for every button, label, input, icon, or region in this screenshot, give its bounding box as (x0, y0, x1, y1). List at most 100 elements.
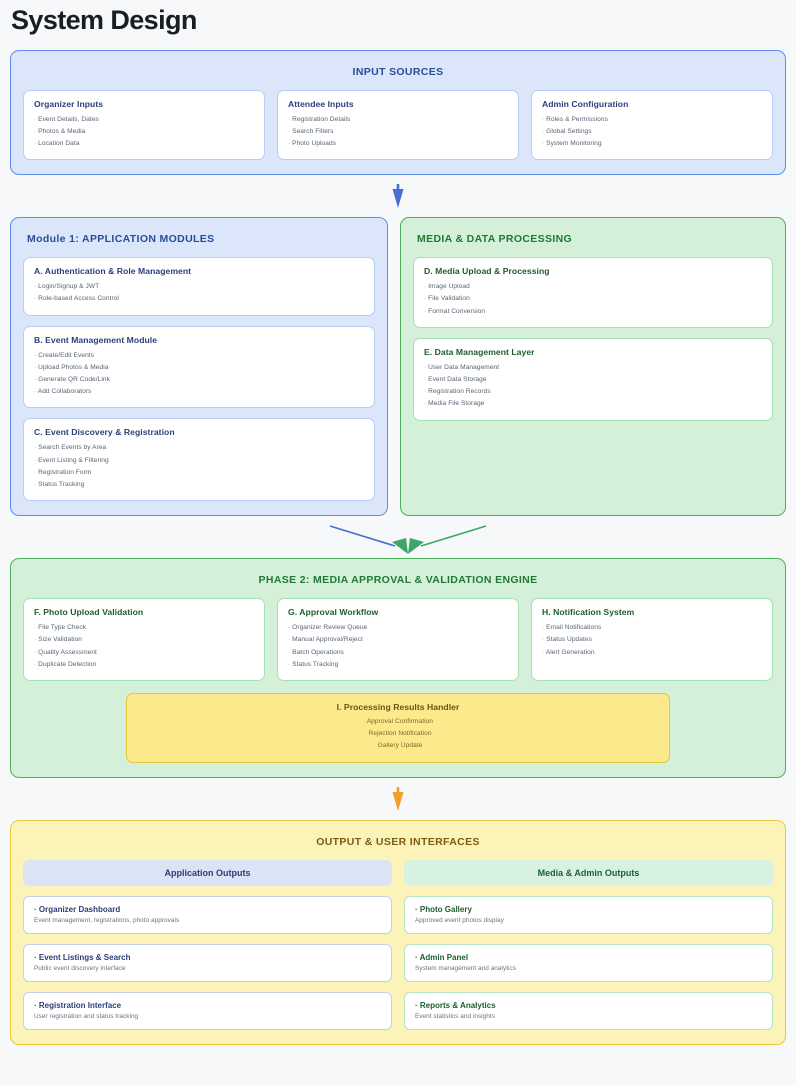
phase2-cards: F. Photo Upload Validation File Type Che… (23, 598, 773, 681)
card-title: E. Data Management Layer (424, 346, 535, 357)
list-item: Organizer Review Queue (288, 622, 508, 634)
out-card-title: Reports & Analytics (415, 1001, 762, 1010)
list-item: Photo Uploads (288, 138, 508, 150)
bullet-list: Roles & Permissions Global Settings Syst… (542, 114, 762, 151)
card-title: I. Processing Results Handler (336, 701, 460, 712)
card-title: C. Event Discovery & Registration (34, 427, 175, 438)
list-item: Role-based Access Control (34, 293, 364, 305)
list-item: Upload Photos & Media (34, 362, 364, 374)
list-item: Search Events by Area (34, 442, 364, 454)
out-card-subtitle: Approved event photos display (415, 917, 504, 925)
bullet-list: File Type Check Size Validation Quality … (34, 622, 254, 671)
list-item: Email Notifications (542, 622, 762, 634)
out-card-event-listings-search[interactable]: Event Listings & Search Public event dis… (23, 944, 392, 983)
out-card-title: Photo Gallery (415, 905, 762, 914)
card-title: A. Authentication & Role Management (34, 266, 192, 277)
out-card-registration-interface[interactable]: Registration Interface User registration… (23, 992, 392, 1031)
card-title: Admin Configuration (542, 98, 629, 109)
panel-media-data-processing: MEDIA & DATA PROCESSING D. Media Upload … (400, 217, 786, 517)
list-item: Duplicate Detection (34, 659, 254, 671)
out-card-subtitle: Event statistics and insights (415, 1013, 495, 1021)
input-sources-cards: Organizer Inputs Event Details, Dates Ph… (23, 89, 773, 161)
out-card-subtitle: Event management, registrations, photo a… (34, 917, 180, 925)
card-admin-configuration[interactable]: Admin Configuration Roles & Permissions … (531, 89, 773, 161)
bullet-list: Search Events by Area Event Listing & Fi… (34, 442, 364, 491)
list-item: Global Settings (542, 126, 762, 138)
card-title: B. Event Management Module (34, 334, 158, 345)
bullet-list: User Data Management Event Data Storage … (424, 362, 762, 411)
list-item: Login/Signup & JWT (34, 281, 364, 293)
bullet-list: Email Notifications Status Updates Alert… (542, 622, 762, 659)
list-item: Event Details, Dates (34, 114, 254, 126)
arrow-input-to-modules (10, 175, 786, 217)
card-notification-system[interactable]: H. Notification System Email Notificatio… (531, 598, 773, 681)
list-item: Approval Confirmation (137, 716, 659, 728)
media-data-processing-cards: D. Media Upload & Processing Image Uploa… (413, 257, 773, 421)
out-card-title: Admin Panel (415, 953, 762, 962)
application-outputs-heading: Application Outputs (23, 860, 392, 887)
list-item: File Validation (424, 293, 762, 305)
out-card-reports-analytics[interactable]: Reports & Analytics Event statistics and… (404, 992, 773, 1031)
down-arrow-orange-icon (392, 787, 404, 812)
list-item: Location Data (34, 138, 254, 150)
card-attendee-inputs[interactable]: Attendee Inputs Registration Details Sea… (277, 89, 519, 161)
list-item: Media File Storage (424, 398, 762, 410)
list-item: Registration Form (34, 467, 364, 479)
card-processing-results-handler[interactable]: I. Processing Results Handler Approval C… (126, 692, 670, 764)
list-item: Status Tracking (288, 659, 508, 671)
list-item: Generate QR Code/Link (34, 374, 364, 386)
list-item: Quality Assessment (34, 647, 254, 659)
list-item: Format Conversion (424, 306, 762, 318)
card-title: G. Approval Workflow (288, 607, 379, 618)
list-item: Image Upload (424, 281, 762, 293)
panel-output-user-interfaces: OUTPUT & USER INTERFACES Application Out… (10, 820, 786, 1046)
list-item: Add Collaborators (34, 386, 364, 398)
panel-application-modules: Module 1: APPLICATION MODULES A. Authent… (10, 217, 388, 517)
list-item: Status Tracking (34, 479, 364, 491)
list-item: Event Data Storage (424, 374, 762, 386)
output-heading: OUTPUT & USER INTERFACES (316, 836, 480, 849)
out-card-admin-panel[interactable]: Admin Panel System management and analyt… (404, 944, 773, 983)
card-approval-workflow[interactable]: G. Approval Workflow Organizer Review Qu… (277, 598, 519, 681)
card-title: Attendee Inputs (288, 98, 354, 109)
list-item: Create/Edit Events (34, 350, 364, 362)
list-item: Alert Generation (542, 647, 762, 659)
bullet-list: Approval Confirmation Rejection Notifica… (137, 716, 659, 753)
bullet-list: Organizer Review Queue Manual Approval/R… (288, 622, 508, 671)
card-data-management-layer[interactable]: E. Data Management Layer User Data Manag… (413, 337, 773, 421)
out-card-photo-gallery[interactable]: Photo Gallery Approved event photos disp… (404, 896, 773, 935)
card-photo-upload-validation[interactable]: F. Photo Upload Validation File Type Che… (23, 598, 265, 681)
card-event-discovery-registration[interactable]: C. Event Discovery & Registration Search… (23, 418, 375, 502)
card-authentication-role-management[interactable]: A. Authentication & Role Management Logi… (23, 257, 375, 316)
media-admin-outputs-heading: Media & Admin Outputs (404, 860, 773, 887)
card-event-management-module[interactable]: B. Event Management Module Create/Edit E… (23, 325, 375, 409)
output-column-application: Application Outputs Organizer Dashboard … (23, 860, 392, 1031)
down-arrow-blue-icon (392, 184, 404, 209)
list-item: File Type Check (34, 622, 254, 634)
list-item: Batch Operations (288, 647, 508, 659)
panel-input-sources: INPUT SOURCES Organizer Inputs Event Det… (10, 49, 786, 176)
out-card-subtitle: User registration and status tracking (34, 1013, 139, 1021)
list-item: Status Updates (542, 634, 762, 646)
media-data-processing-heading: MEDIA & DATA PROCESSING (417, 233, 573, 246)
input-sources-heading: INPUT SOURCES (352, 65, 444, 78)
list-item: User Data Management (424, 362, 762, 374)
out-card-subtitle: System management and analytics (415, 965, 517, 973)
list-item: Registration Details (288, 114, 508, 126)
output-column-media-admin: Media & Admin Outputs Photo Gallery Appr… (404, 860, 773, 1031)
list-item: Roles & Permissions (542, 114, 762, 126)
card-title: D. Media Upload & Processing (424, 266, 550, 277)
card-organizer-inputs[interactable]: Organizer Inputs Event Details, Dates Ph… (23, 89, 265, 161)
out-card-organizer-dashboard[interactable]: Organizer Dashboard Event management, re… (23, 896, 392, 935)
phase2-heading: PHASE 2: MEDIA APPROVAL & VALIDATION ENG… (258, 574, 538, 587)
card-media-upload-processing[interactable]: D. Media Upload & Processing Image Uploa… (413, 257, 773, 328)
arrow-modules-to-phase2 (10, 516, 786, 558)
list-item: System Monitoring (542, 138, 762, 150)
list-item: Size Validation (34, 634, 254, 646)
application-modules-heading: Module 1: APPLICATION MODULES (27, 233, 215, 246)
list-item: Search Filters (288, 126, 508, 138)
out-card-title: Event Listings & Search (34, 953, 381, 962)
converging-arrows-icon (329, 525, 487, 555)
out-card-subtitle: Public event discovery interface (34, 965, 126, 973)
